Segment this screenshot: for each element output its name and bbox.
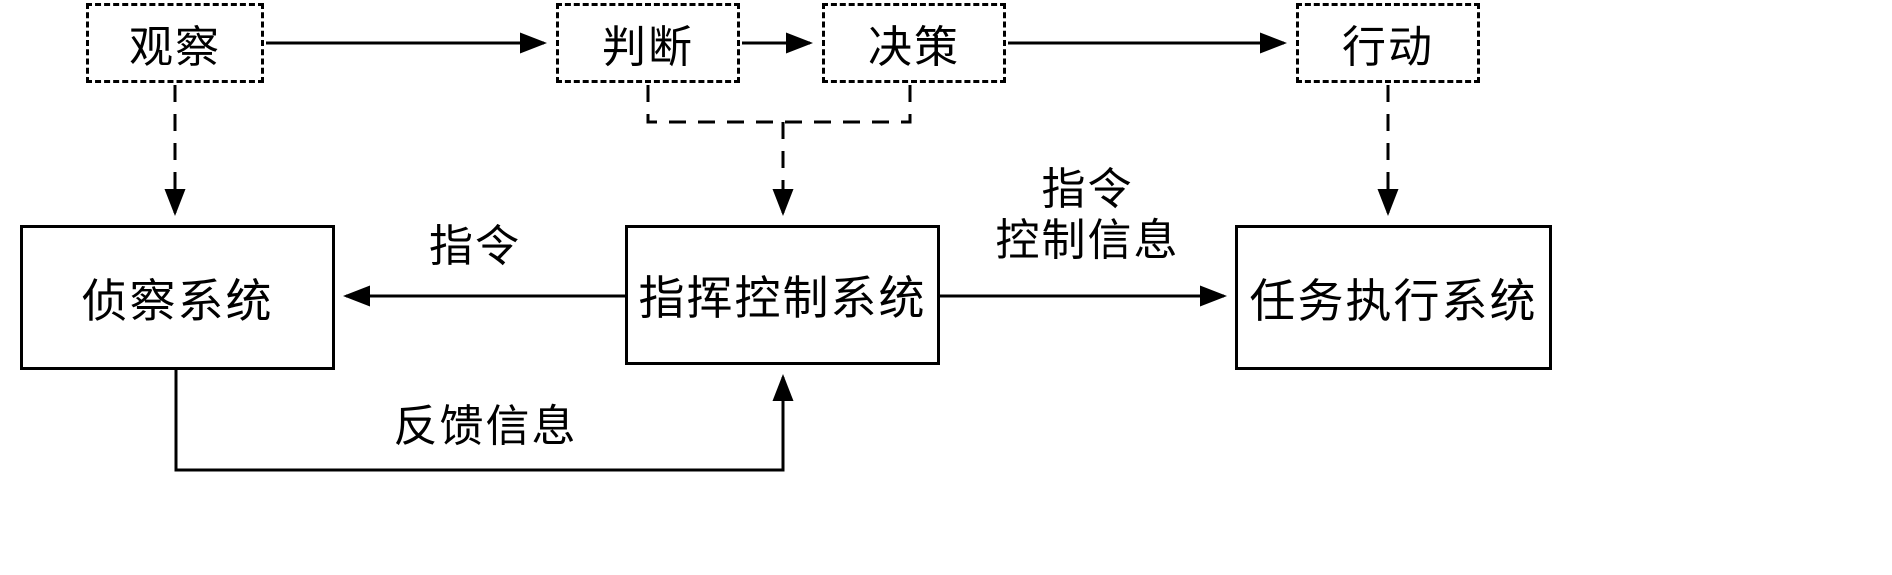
edge-label-feedback: 反馈信息 [393,402,578,451]
node-recon-system-label: 侦察系统 [81,275,274,327]
node-judge: 判断 [556,3,740,83]
node-task-execution-system: 任务执行系统 [1235,225,1552,370]
node-task-execution-system-label: 任务执行系统 [1249,275,1538,327]
node-observe: 观察 [86,3,264,83]
node-decide-label: 决策 [868,23,960,72]
edge-label-command-control-line2: 控制信息 [995,215,1180,265]
node-act-label: 行动 [1342,23,1434,72]
node-observe-label: 观察 [129,23,221,72]
arrow-feedback-recon-to-c2 [174,370,794,472]
node-command-control-system-label: 指挥控制系统 [638,273,927,324]
node-recon-system: 侦察系统 [20,225,335,370]
edge-label-command: 指令 [429,222,521,271]
node-command-control-system: 指挥控制系统 [625,225,940,365]
dashed-bracket-judge-decide [646,85,912,124]
node-judge-label: 判断 [602,23,694,72]
node-act: 行动 [1296,3,1480,83]
node-decide: 决策 [822,3,1006,83]
edge-label-command-control: 指令 控制信息 [990,165,1185,266]
edge-label-command-control-line1: 指令 [1041,165,1134,214]
